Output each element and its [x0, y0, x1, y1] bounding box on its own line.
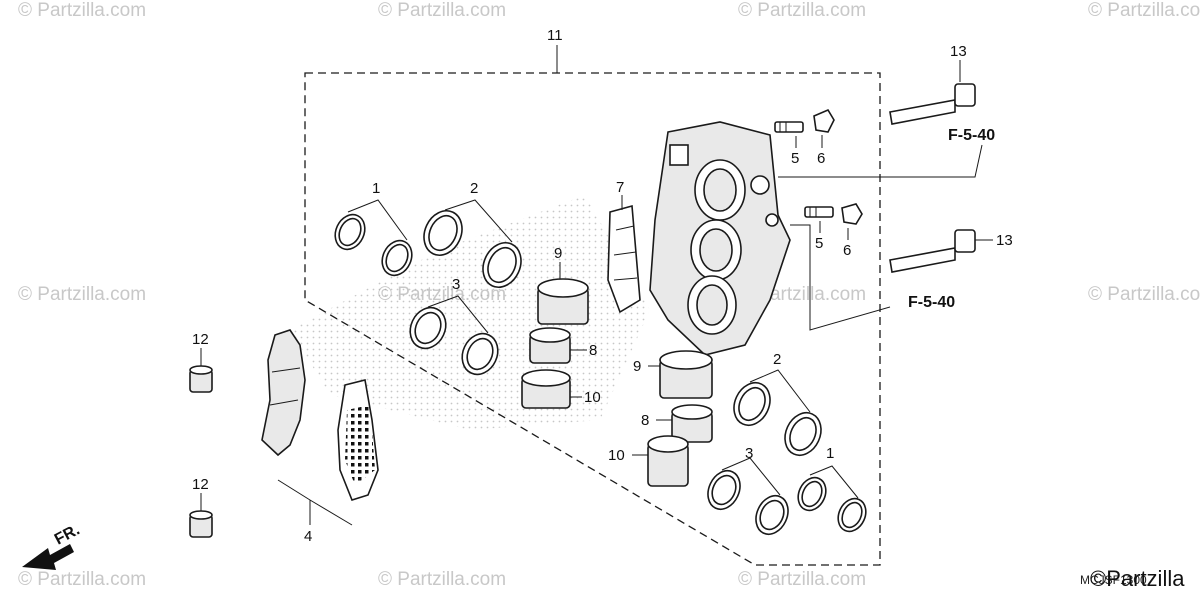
- callout-13[interactable]: 13: [996, 232, 1013, 249]
- diagram-code: MCJSF1300: [1080, 573, 1147, 587]
- bleeder-screw-5-mid[interactable]: [804, 206, 834, 218]
- callout-12[interactable]: 12: [192, 476, 209, 493]
- callout-8[interactable]: 8: [641, 412, 649, 429]
- callout-4[interactable]: 4: [304, 528, 312, 545]
- left-arrow-icon: [22, 544, 74, 570]
- watermark-text: © Partzilla.com: [18, 569, 146, 590]
- leader-line: [427, 295, 489, 334]
- leader-line: [347, 199, 408, 241]
- callout-2[interactable]: 2: [773, 351, 781, 368]
- callout-1[interactable]: 1: [372, 180, 380, 197]
- bleeder-screw-5-top[interactable]: [774, 121, 804, 133]
- leader-line: [809, 465, 859, 499]
- leader-line: [444, 199, 513, 243]
- piston-seal-1-right[interactable]: [793, 473, 871, 536]
- watermark-text: © Partzilla.com: [1088, 0, 1200, 21]
- watermark-text: © Partzilla.com: [378, 569, 506, 590]
- watermark-text: © Partzilla.com: [18, 0, 146, 21]
- watermark-text: © Partzilla.com: [18, 284, 146, 305]
- piston-10-left[interactable]: [521, 369, 571, 409]
- piston-9-right[interactable]: [659, 350, 713, 399]
- leader-line: [778, 144, 983, 178]
- callout-7[interactable]: 7: [616, 179, 624, 196]
- watermark-text: © Partzilla.com: [738, 569, 866, 590]
- callout-9[interactable]: 9: [554, 245, 562, 262]
- callout-5[interactable]: 5: [791, 150, 799, 167]
- leader-line: [277, 479, 353, 526]
- mounting-bolt-13-bottom[interactable]: [889, 229, 976, 273]
- piston-seal-3-right[interactable]: [702, 466, 794, 540]
- callout-1[interactable]: 1: [826, 445, 834, 462]
- bleeder-cap-6-top[interactable]: [813, 108, 835, 133]
- pad-pin-12-bottom[interactable]: [189, 510, 213, 538]
- callout-10[interactable]: 10: [584, 389, 601, 406]
- callout-9[interactable]: 9: [633, 358, 641, 375]
- callout-11[interactable]: 11: [547, 27, 563, 44]
- callout-3[interactable]: 3: [745, 445, 753, 462]
- piston-seal-2-right[interactable]: [727, 377, 827, 461]
- leader-line: [721, 457, 781, 496]
- callout-5[interactable]: 5: [815, 235, 823, 252]
- bleeder-cap-6-mid[interactable]: [841, 203, 863, 225]
- watermark-text: © Partzilla.com: [738, 0, 866, 21]
- callout-2[interactable]: 2: [470, 180, 478, 197]
- callout-13[interactable]: 13: [950, 43, 967, 60]
- piston-seal-3-left[interactable]: [404, 302, 505, 380]
- reference-link-top[interactable]: F-5-40: [948, 127, 995, 144]
- mounting-bolt-13-top[interactable]: [889, 83, 976, 125]
- callout-6[interactable]: 6: [817, 150, 825, 167]
- brand-footer: ©Partzilla: [1090, 566, 1185, 591]
- brake-pad-4-rear[interactable]: [337, 379, 379, 501]
- piston-9-left[interactable]: [537, 278, 589, 325]
- pad-pin-12-top[interactable]: [189, 365, 213, 393]
- leader-line: [790, 224, 891, 331]
- brake-pad-4-front[interactable]: [261, 329, 306, 457]
- piston-10-right[interactable]: [647, 435, 689, 487]
- pad-spring-7[interactable]: [607, 204, 641, 314]
- callout-8[interactable]: 8: [589, 342, 597, 359]
- reference-link-bottom[interactable]: F-5-40: [908, 294, 955, 311]
- watermark-text: © Partzilla.com: [1088, 284, 1200, 305]
- callout-6[interactable]: 6: [843, 242, 851, 259]
- leader-line: [749, 369, 811, 413]
- piston-seal-2-left[interactable]: [417, 205, 528, 294]
- callout-3[interactable]: 3: [452, 276, 460, 293]
- piston-seal-1-left[interactable]: [330, 210, 418, 280]
- piston-8-right[interactable]: [671, 404, 713, 443]
- piston-8-left[interactable]: [529, 327, 571, 364]
- direction-label: FR.: [52, 521, 83, 548]
- callout-10[interactable]: 10: [608, 447, 625, 464]
- callout-12[interactable]: 12: [192, 331, 209, 348]
- watermark-text: © Partzilla.com: [378, 0, 506, 21]
- caliper-body[interactable]: [649, 121, 791, 356]
